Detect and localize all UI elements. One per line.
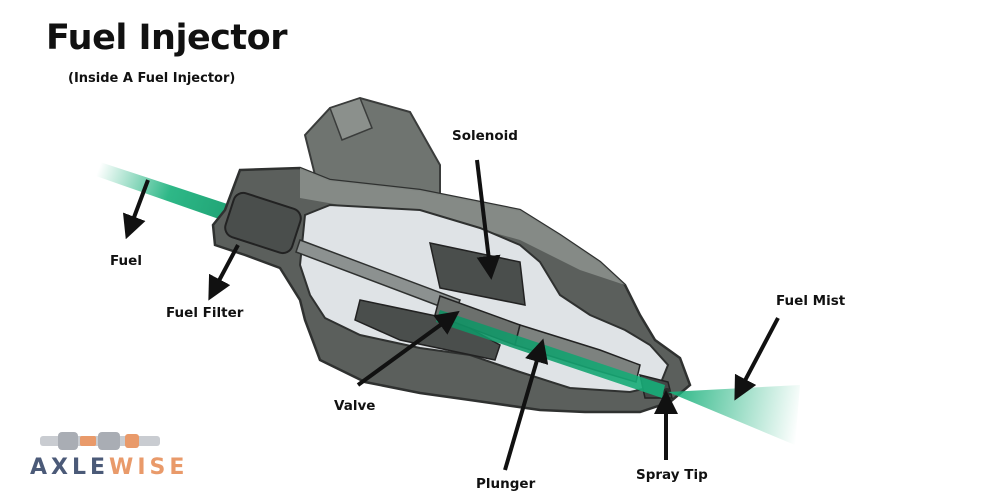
label-fuel: Fuel bbox=[110, 253, 142, 269]
axlewise-logo: AXLEWISE bbox=[30, 455, 188, 480]
label-fuel-mist: Fuel Mist bbox=[776, 293, 846, 309]
page-title: Fuel Injector bbox=[46, 18, 287, 58]
valve-arrow bbox=[356, 310, 460, 387]
label-fuel-filter: Fuel Filter bbox=[166, 305, 244, 321]
label-valve: Valve bbox=[334, 398, 376, 414]
fuel-filter-arrow bbox=[208, 244, 240, 301]
plunger-arrow bbox=[503, 338, 549, 471]
logo-text-part2: WISE bbox=[109, 455, 189, 480]
label-plunger: Plunger bbox=[476, 476, 536, 492]
axlewise-logo-icon bbox=[40, 432, 160, 450]
logo-text-part1: AXLE bbox=[30, 455, 110, 480]
page-subtitle: (Inside A Fuel Injector) bbox=[68, 71, 236, 86]
fuel-stream-inside bbox=[436, 310, 665, 398]
fuel-mist-spray bbox=[668, 385, 800, 445]
injector-body bbox=[211, 96, 692, 414]
solenoid-arrow bbox=[475, 159, 501, 280]
fuel-mist-arrow bbox=[734, 317, 780, 401]
fuel-arrow bbox=[122, 179, 150, 240]
label-solenoid: Solenoid bbox=[452, 128, 518, 144]
label-spray-tip: Spray Tip bbox=[636, 467, 708, 483]
